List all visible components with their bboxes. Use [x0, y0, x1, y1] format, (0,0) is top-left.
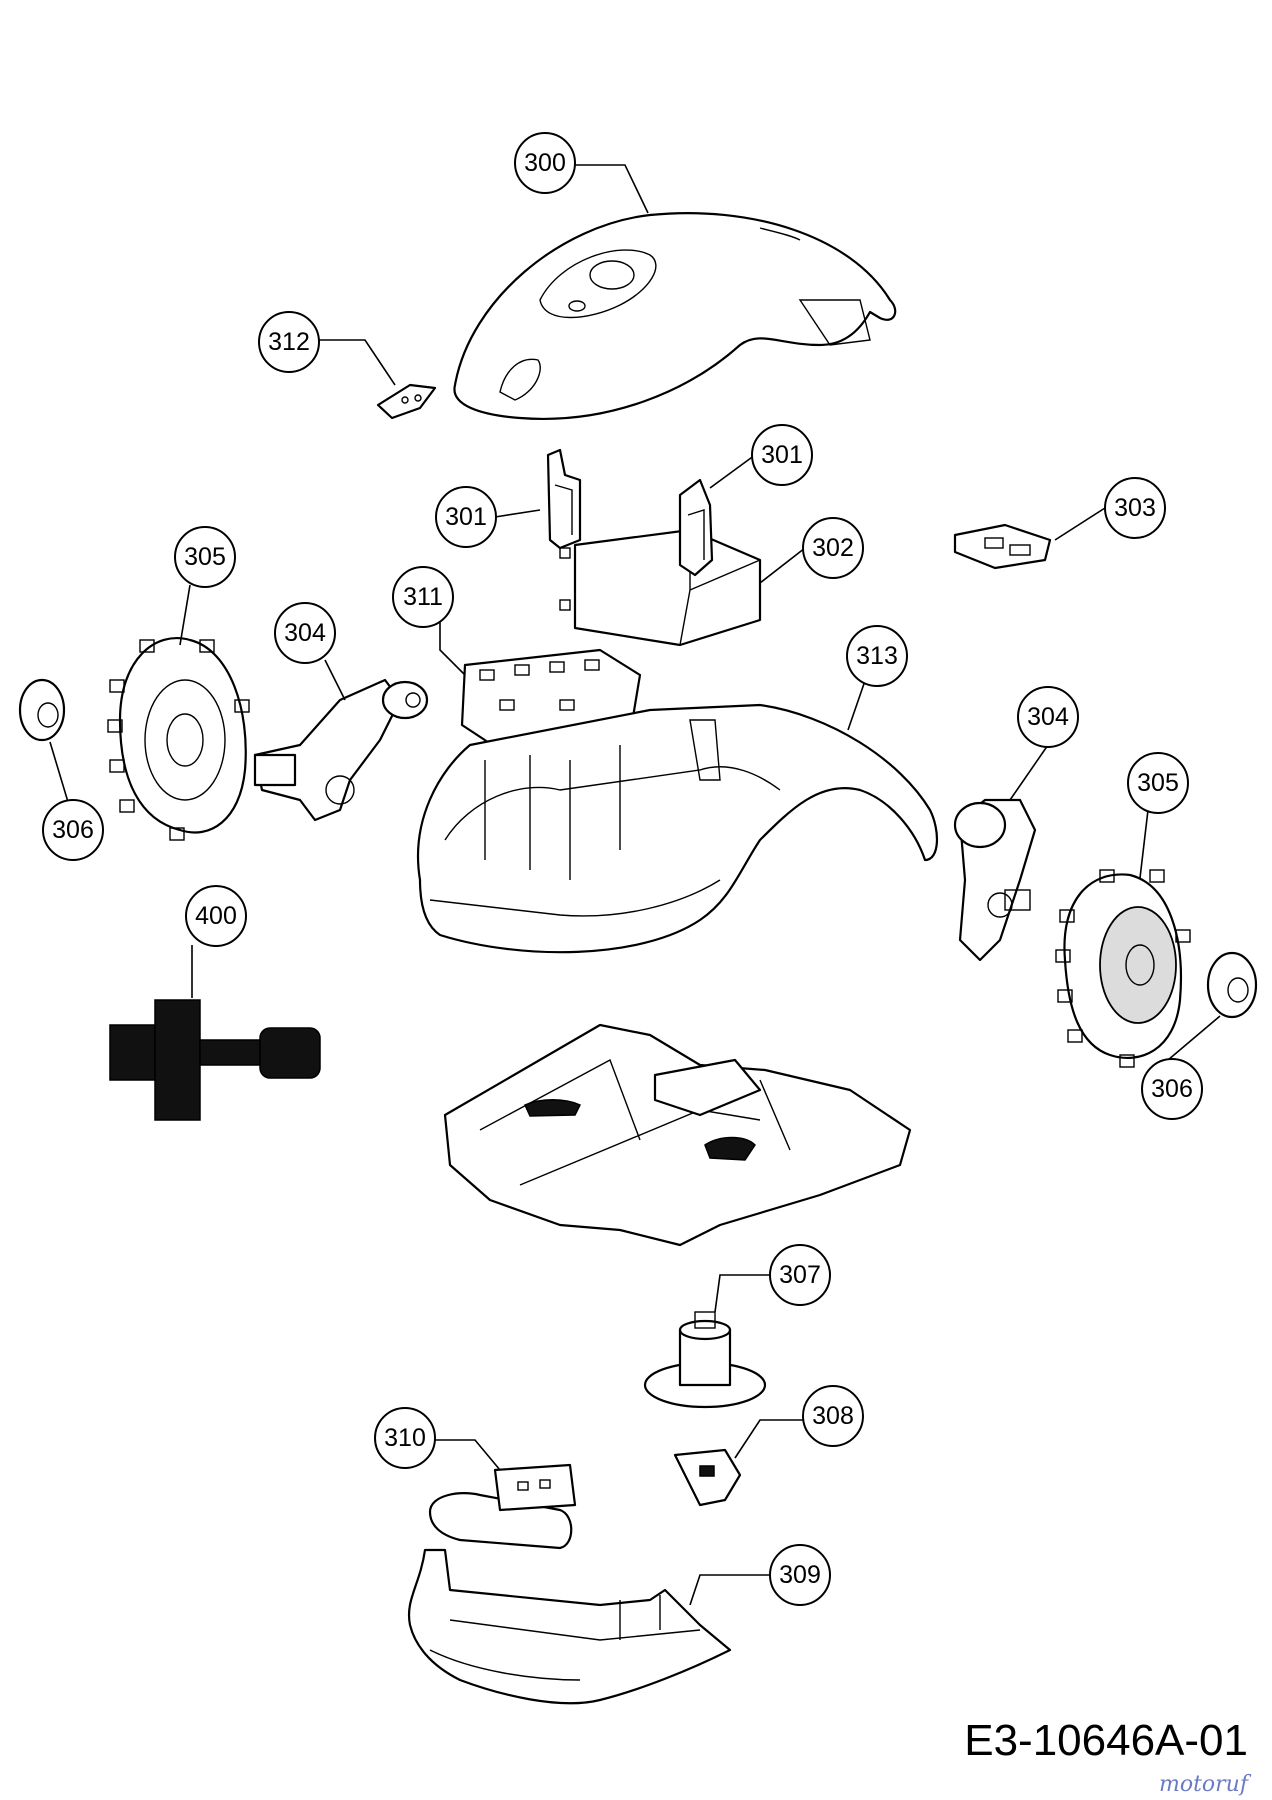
- leader-301b: [709, 454, 756, 489]
- svg-text:311: 311: [403, 583, 443, 611]
- part-blade-motor-307: [643, 1311, 767, 1409]
- part-wheel-305-left: [107, 637, 250, 841]
- callouts: 300 312 301 301 303 302 305 311 304 313 …: [42, 132, 1203, 1606]
- part-motor-assembly-400: [109, 999, 321, 1121]
- part-blade-308: [673, 1448, 742, 1507]
- callout-310: 310: [374, 1407, 436, 1469]
- part-clip-312: [376, 383, 437, 420]
- part-deck-frame: [443, 1023, 912, 1247]
- callout-307: 307: [769, 1244, 831, 1306]
- leader-309: [689, 1574, 772, 1606]
- leader-lines: [49, 164, 1221, 1606]
- callout-303: 303: [1104, 477, 1166, 539]
- leader-306b: [1167, 1015, 1221, 1061]
- part-bracket-301-left: [546, 448, 582, 550]
- part-gearbox-304-right: [953, 798, 1037, 962]
- svg-text:305: 305: [184, 543, 226, 571]
- callout-311: 311: [392, 566, 454, 628]
- svg-text:304: 304: [1027, 703, 1069, 731]
- part-battery-302: [559, 528, 762, 647]
- leader-305a: [179, 584, 191, 646]
- part-wheel-305-right: [1055, 869, 1191, 1068]
- callout-301-right: 301: [751, 424, 813, 486]
- leader-307: [714, 1274, 772, 1313]
- leader-311: [439, 620, 466, 676]
- svg-text:307: 307: [779, 1261, 821, 1289]
- svg-text:306: 306: [1151, 1075, 1193, 1103]
- leader-304a: [324, 659, 346, 701]
- callout-308: 308: [802, 1385, 864, 1447]
- callout-309: 309: [769, 1544, 831, 1606]
- svg-text:301: 301: [445, 503, 487, 531]
- svg-text:306: 306: [52, 816, 94, 844]
- leader-303: [1054, 507, 1106, 541]
- leader-300: [555, 164, 649, 214]
- drawing-code: E3-10646A-01: [964, 1716, 1248, 1765]
- leader-306a: [49, 741, 69, 803]
- part-chassis-313: [416, 703, 939, 954]
- callout-305-left: 305: [174, 526, 236, 588]
- leader-305b: [1139, 809, 1149, 879]
- leader-312: [315, 339, 396, 386]
- svg-text:302: 302: [812, 534, 854, 562]
- leader-304b: [1009, 744, 1049, 801]
- callout-300: 300: [514, 132, 576, 194]
- svg-text:301: 301: [761, 441, 803, 469]
- callout-305-right: 305: [1127, 752, 1189, 814]
- leader-302: [759, 547, 806, 584]
- svg-text:300: 300: [524, 149, 566, 177]
- part-board-303: [953, 523, 1052, 570]
- svg-text:304: 304: [284, 619, 326, 647]
- svg-text:400: 400: [195, 902, 237, 930]
- leader-313: [847, 674, 868, 731]
- part-hub-306-left: [18, 678, 66, 742]
- leader-308: [734, 1419, 805, 1459]
- leader-301a: [494, 509, 541, 518]
- watermark-logo: motoruf: [1158, 1772, 1248, 1797]
- svg-text:308: 308: [812, 1402, 854, 1430]
- svg-text:305: 305: [1137, 769, 1179, 797]
- callout-313: 313: [846, 625, 908, 687]
- part-hub-306-right: [1206, 951, 1258, 1019]
- callout-304-left: 304: [274, 602, 336, 664]
- part-top-cover: [453, 212, 897, 420]
- callout-306-left: 306: [42, 799, 104, 861]
- part-handle-310: [428, 1463, 577, 1550]
- part-bottom-housing-309: [407, 1548, 732, 1705]
- callout-312: 312: [258, 311, 320, 373]
- leader-310: [435, 1439, 501, 1471]
- callout-302: 302: [802, 517, 864, 579]
- svg-text:310: 310: [384, 1424, 426, 1452]
- callout-304-right: 304: [1017, 686, 1079, 748]
- part-bracket-301-right: [678, 478, 714, 577]
- svg-text:309: 309: [779, 1561, 821, 1589]
- svg-text:312: 312: [268, 328, 310, 356]
- callout-301-left: 301: [435, 486, 497, 548]
- callout-306-right: 306: [1141, 1058, 1203, 1120]
- part-gearbox-304-left: [253, 678, 429, 822]
- callout-400: 400: [185, 885, 247, 947]
- svg-text:313: 313: [856, 642, 898, 670]
- svg-text:303: 303: [1114, 494, 1156, 522]
